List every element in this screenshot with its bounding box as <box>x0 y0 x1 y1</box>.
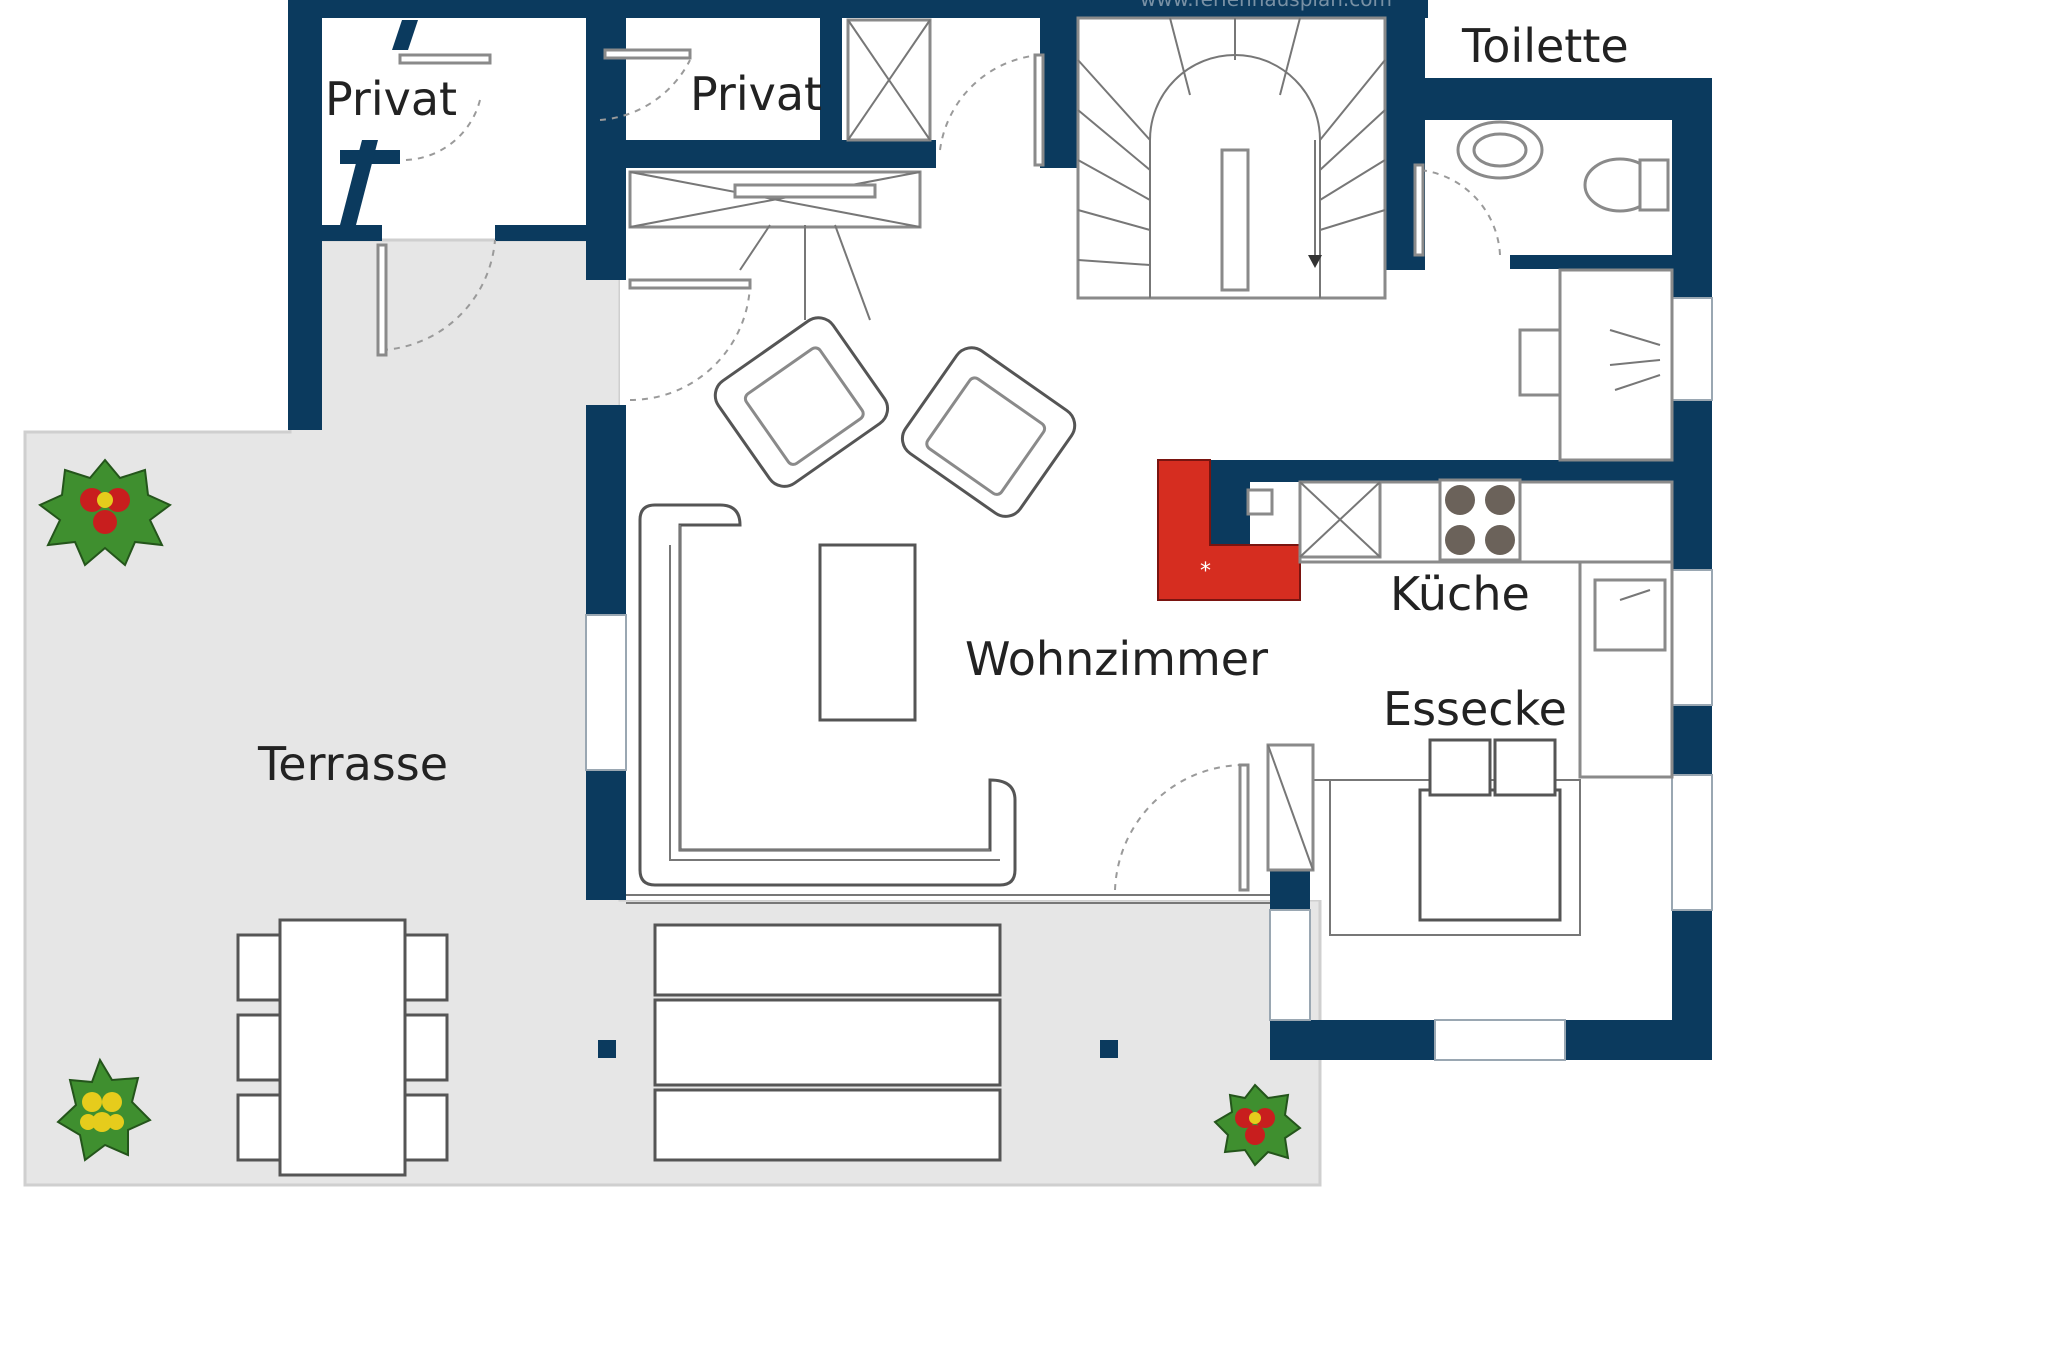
walls <box>288 0 1712 1060</box>
label-wohnzimmer: Wohnzimmer <box>965 632 1268 686</box>
label-terrasse: Terrasse <box>257 737 448 791</box>
coffee-table <box>818 543 917 722</box>
windows <box>585 297 1713 1061</box>
plant-bottom-right <box>1213 1083 1302 1167</box>
closets <box>628 18 932 321</box>
terrace-furniture <box>236 918 1002 1177</box>
kitchen-counter <box>1298 268 1674 779</box>
staircase <box>1076 16 1387 300</box>
plant-top-left <box>38 458 172 567</box>
dining-table <box>1266 738 1581 936</box>
label-toilette: Toilette <box>1461 19 1629 73</box>
plant-bottom-left <box>56 1057 152 1162</box>
label-privat-left: Privat <box>325 72 457 126</box>
corner-sofa <box>638 503 1017 887</box>
label-privat-right: Privat <box>690 67 822 121</box>
svg-text:*: * <box>1200 559 1211 584</box>
armchairs <box>713 316 1077 518</box>
doors <box>376 48 1501 892</box>
label-kueche: Küche <box>1390 567 1530 621</box>
toilet-fixtures <box>1456 120 1670 213</box>
header-url: www.ferienhausplan.com <box>1140 0 1392 11</box>
label-essecke: Essecke <box>1383 682 1567 736</box>
